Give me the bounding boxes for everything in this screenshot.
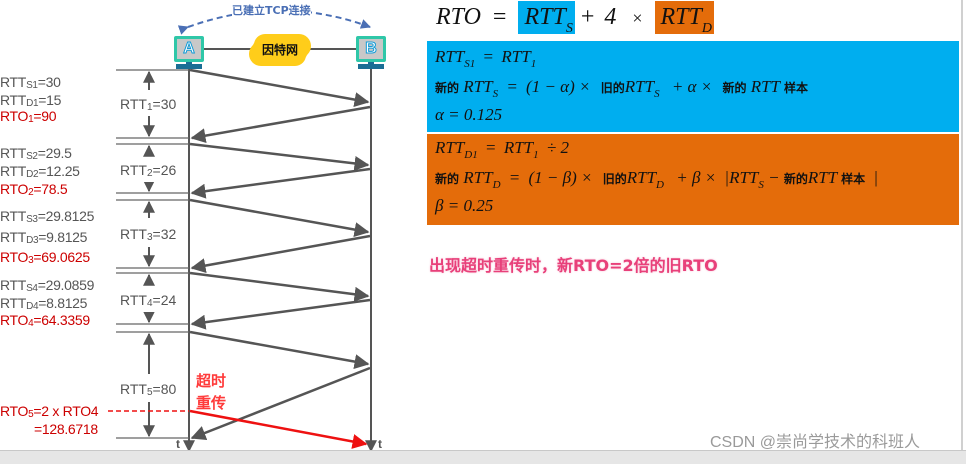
rtt-deviation-box: RTTD1 = RTT1 ÷ 2 新的 RTTD = (1 − β) × 旧的R… bbox=[427, 134, 959, 225]
rtts-value-2: RTTS2=29.5 bbox=[0, 145, 72, 162]
rttd-term-highlight: RTTD bbox=[654, 1, 714, 36]
bottom-scroll-strip bbox=[0, 450, 966, 464]
tcp-connection-label: 已建立TCP连接 bbox=[232, 2, 311, 18]
rttd-value-3: RTTD3=9.8125 bbox=[0, 229, 88, 246]
rttd-value-4: RTTD4=8.8125 bbox=[0, 295, 88, 312]
host-a-icon: A bbox=[174, 36, 204, 62]
rto-value-5-result: =128.6718 bbox=[34, 421, 98, 437]
slide-right-border bbox=[961, 0, 963, 450]
internet-label: 因特网 bbox=[261, 43, 298, 57]
csdn-watermark: CSDN @崇尚学技术的科班人 bbox=[710, 434, 921, 451]
timeout-label-line2: 重传 bbox=[196, 394, 227, 412]
host-a-base bbox=[176, 64, 202, 69]
rto-value-1: RTO1=90 bbox=[0, 108, 57, 125]
time-axis-label-a: t bbox=[176, 437, 180, 451]
beta-value: β = 0.25 bbox=[435, 196, 494, 215]
rttd-value-2: RTTD2=12.25 bbox=[0, 163, 80, 180]
rto-formula: RTO = RTTS + 4 × RTTD bbox=[436, 1, 714, 36]
host-b-label: B bbox=[365, 40, 378, 58]
rttd-initial-formula: RTTD1 = RTT1 ÷ 2 bbox=[435, 138, 569, 161]
rtt-sample-4: RTT4=24 bbox=[120, 292, 177, 312]
rtts-value-1: RTTS1=30 bbox=[0, 74, 61, 91]
rtt-sample-5: RTT5=80 bbox=[120, 381, 177, 401]
timeout-rule-note: 出现超时重传时，新RTO=2倍的旧RTO bbox=[429, 256, 718, 275]
timeout-label-line1: 超时 bbox=[196, 372, 227, 390]
rto-value-4: RTO4=64.3359 bbox=[0, 312, 90, 329]
rtts-term-highlight: RTTS bbox=[518, 1, 575, 36]
host-a-label: A bbox=[183, 40, 196, 58]
rtt-sample-2: RTT2=26 bbox=[120, 162, 177, 182]
time-axis-label-b: t bbox=[378, 437, 382, 451]
host-b-icon: B bbox=[356, 36, 386, 62]
rto-value-2: RTO2=78.5 bbox=[0, 181, 68, 198]
timeout-retransmit-label: 超时 重传 bbox=[196, 370, 226, 414]
host-b-base bbox=[358, 64, 384, 69]
alpha-value: α = 0.125 bbox=[435, 105, 503, 124]
rtts-value-4: RTTS4=29.0859 bbox=[0, 277, 95, 294]
internet-cloud-icon: 因特网 bbox=[252, 37, 308, 63]
rttd-value-1: RTTD1=15 bbox=[0, 92, 62, 109]
rtt-sample-3: RTT3=32 bbox=[120, 226, 177, 246]
rto-value-3: RTO3=69.0625 bbox=[0, 249, 90, 266]
rtts-initial-formula: RTTS1 = RTT1 bbox=[435, 47, 537, 70]
rtts-value-3: RTTS3=29.8125 bbox=[0, 208, 95, 225]
smoothed-rtt-box: RTTS1 = RTT1 新的 RTTS = (1 − α) × 旧的RTTS … bbox=[427, 41, 959, 132]
rtt-sample-1: RTT1=30 bbox=[120, 96, 177, 116]
rto-value-5: RTO5=2 x RTO4 bbox=[0, 403, 99, 420]
sequence-diagram-lines bbox=[108, 9, 377, 453]
rttd-update-formula: 新的 RTTD = (1 − β) × 旧的RTTD + β × |RTTS −… bbox=[435, 168, 879, 191]
rtts-update-formula: 新的 RTTS = (1 − α) × 旧的RTTS + α × 新的 RTT … bbox=[435, 77, 808, 100]
